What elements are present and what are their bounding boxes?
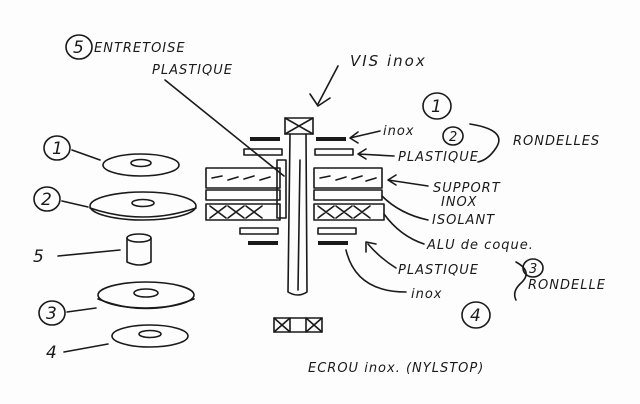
stack-washer-plastique-low (239, 227, 357, 235)
label-rondelle: RONDELLE (528, 278, 606, 293)
label-entretoise: ENTRETOISE (94, 41, 186, 56)
part-3-washer: 3 (38, 281, 195, 326)
stack-washer-plastique-top (243, 148, 354, 156)
brace-rondelle-low (513, 261, 527, 301)
part-5-number: 5 (33, 247, 44, 267)
part-4-washer: 4 (46, 324, 189, 363)
callout-5-top: 5 (65, 34, 93, 60)
callout-4-right-number: 4 (470, 306, 481, 326)
stack-nut (273, 317, 323, 333)
callout-1-right-number: 1 (431, 97, 442, 117)
stack-washer-inox-low (248, 241, 348, 245)
label-support: SUPPORT (433, 181, 501, 196)
arrow-vis-head (309, 93, 331, 107)
callout-2-right: 2 (442, 126, 464, 146)
part-1-washer: 1 (43, 135, 180, 177)
stack-alu-hull (205, 203, 385, 221)
label-inox-low: inox (411, 287, 443, 302)
label-inox-support: INOX (441, 195, 477, 210)
part-4-number: 4 (46, 343, 57, 363)
callout-3-right-number: 3 (529, 262, 538, 277)
label-plastique-top: PLASTIQUE (152, 63, 233, 78)
label-inox-top: inox (383, 124, 415, 139)
leader-alu (383, 213, 425, 245)
label-vis-inox: VIS inox (350, 52, 427, 70)
stack-washer-inox-top (250, 137, 346, 141)
leader-isolant (381, 195, 429, 221)
callout-5-top-number: 5 (73, 38, 84, 58)
label-ecrou: ECROU inox. (NYLSTOP) (308, 361, 484, 376)
label-rondelles: RONDELLES (513, 134, 600, 149)
part-3-number: 3 (46, 304, 57, 324)
label-isolant: ISOLANT (432, 213, 495, 228)
part-2-washer: 2 (33, 186, 197, 221)
arrow-inox-top (349, 130, 381, 144)
label-plastique-low: PLASTIQUE (398, 263, 479, 278)
label-plastique-mid: PLASTIQUE (398, 150, 479, 165)
leader-entretoise (164, 79, 285, 177)
stack-isolant (205, 189, 383, 201)
arrow-plastique-mid (357, 148, 395, 160)
brace-rondelles-top (469, 123, 500, 163)
leader-inox-low (345, 249, 407, 293)
arrow-plastique-low (365, 241, 397, 269)
stack-spacer (276, 159, 287, 219)
bolt-shank (287, 133, 308, 296)
callout-1-right: 1 (422, 92, 452, 120)
stack-support-plate (205, 167, 383, 189)
callout-4-right: 4 (461, 301, 491, 329)
label-alu: ALU de coque. (426, 238, 534, 253)
bolt-head (284, 117, 314, 135)
callout-2-right-number: 2 (449, 130, 458, 145)
arrow-vis (317, 65, 339, 105)
part-2-number: 2 (41, 190, 52, 210)
part-1-number: 1 (52, 139, 63, 159)
arrow-support (387, 174, 429, 187)
part-5-spacer: 5 (33, 233, 152, 267)
